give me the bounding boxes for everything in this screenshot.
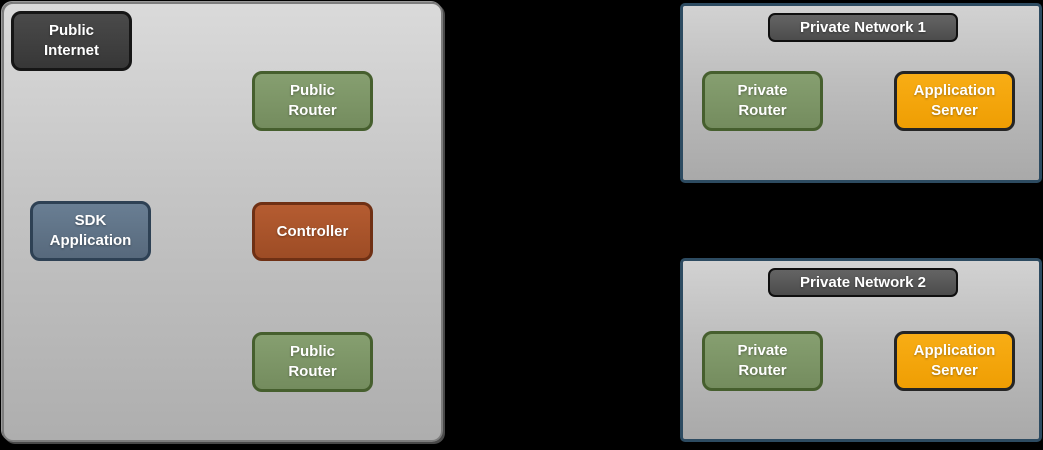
- private-network-2-panel: Private Network 2 Private Router Applica…: [680, 258, 1042, 442]
- sdk-application-label: SDK Application: [49, 212, 132, 249]
- node-application-server-2: Application Server: [894, 331, 1015, 391]
- node-private-router-2: Private Router: [702, 331, 823, 391]
- private-router-1-label: Private Router: [737, 82, 788, 119]
- public-zone-panel: Public Internet Public Router SDK Applic…: [2, 2, 443, 442]
- node-public-router-top: Public Router: [252, 71, 373, 131]
- node-sdk-application: SDK Application: [30, 201, 151, 261]
- node-public-router-bottom: Public Router: [252, 332, 373, 392]
- node-public-internet: Public Internet: [11, 11, 132, 71]
- public-router-bottom-label: Public Router: [288, 343, 337, 380]
- application-server-2-label: Application Server: [913, 342, 996, 379]
- controller-label: Controller: [276, 222, 349, 240]
- node-controller: Controller: [252, 202, 373, 261]
- application-server-1-label: Application Server: [913, 82, 996, 119]
- node-application-server-1: Application Server: [894, 71, 1015, 131]
- private-network-1-panel: Private Network 1 Private Router Applica…: [680, 3, 1042, 183]
- private-network-1-title: Private Network 1: [768, 13, 958, 42]
- private-network-2-title: Private Network 2: [768, 268, 958, 297]
- public-internet-label: Public Internet: [43, 22, 99, 59]
- public-router-top-label: Public Router: [288, 82, 337, 119]
- node-private-router-1: Private Router: [702, 71, 823, 131]
- private-router-2-label: Private Router: [737, 342, 788, 379]
